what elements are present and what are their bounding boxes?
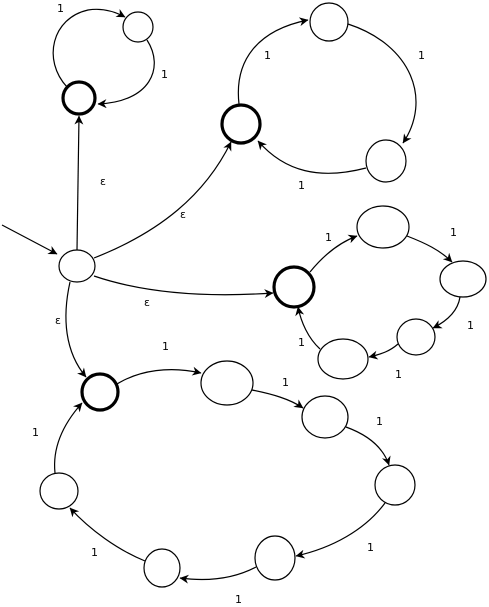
label-one-loop4-e: 1 bbox=[235, 593, 242, 606]
label-one-loop3-b: 1 bbox=[450, 226, 457, 239]
edge-loop4-b-to-c bbox=[345, 426, 391, 466]
loop4-state-a bbox=[200, 360, 254, 406]
edge-loop1-small-to-accept bbox=[97, 39, 155, 109]
label-one-loop3-d: 1 bbox=[395, 368, 402, 381]
loop2-accept-state bbox=[220, 103, 262, 145]
edge-start-to-loop2 bbox=[93, 141, 232, 259]
loop4-state-f bbox=[39, 472, 79, 510]
label-one-loop2-b: 1 bbox=[418, 49, 425, 62]
label-one-loop4-g: 1 bbox=[32, 426, 39, 439]
loop3-accept-state bbox=[272, 265, 316, 309]
edge-loop4-accept-to-a bbox=[116, 366, 202, 385]
loop4-state-d bbox=[254, 535, 296, 581]
loop3-state-b bbox=[439, 260, 487, 298]
edge-loop3-accept-to-a bbox=[309, 234, 358, 273]
edge-loop4-c-to-d bbox=[295, 502, 386, 559]
edge-loop1-accept-to-small bbox=[52, 8, 126, 88]
edge-loop4-e-to-f bbox=[69, 507, 146, 562]
label-one-loop3-a: 1 bbox=[325, 231, 332, 244]
label-epsilon-loop4: ε bbox=[55, 314, 61, 327]
loop3-state-a bbox=[356, 205, 410, 249]
label-one-loop4-b: 1 bbox=[282, 376, 289, 389]
edge-loop4-a-to-b bbox=[251, 389, 304, 409]
start-arrow bbox=[1, 224, 58, 255]
label-one-loop4-a: 1 bbox=[162, 340, 169, 353]
edge-loop3-d-to-accept bbox=[295, 306, 321, 350]
edge-loop4-d-to-e bbox=[179, 566, 257, 584]
loop4-state-e bbox=[143, 548, 181, 588]
edge-loop2-accept-to-top bbox=[237, 17, 309, 105]
label-one-loop3-c: 1 bbox=[467, 319, 474, 332]
loop4-state-c bbox=[374, 464, 416, 506]
loop3-state-d bbox=[317, 338, 369, 380]
loop3-state-c bbox=[396, 318, 436, 356]
label-one-loop1-a: 1 bbox=[57, 2, 64, 15]
label-epsilon-loop1: ε bbox=[100, 175, 106, 188]
edge-start-to-loop1 bbox=[74, 115, 84, 251]
label-one-loop2-c: 1 bbox=[298, 179, 305, 192]
loop4-accept-state bbox=[80, 372, 120, 412]
label-one-loop2-a: 1 bbox=[264, 49, 271, 62]
loop1-small-state bbox=[122, 11, 154, 43]
loop2-bottom-state bbox=[365, 139, 407, 183]
edge-start-to-loop4 bbox=[65, 281, 87, 378]
edge-loop3-b-to-c bbox=[432, 296, 461, 329]
start-state bbox=[58, 249, 96, 283]
loop4-state-b bbox=[301, 395, 349, 439]
edge-loop3-a-to-b bbox=[406, 235, 453, 263]
label-one-loop3-e: 1 bbox=[298, 336, 305, 349]
edge-loop4-f-to-accept bbox=[53, 402, 83, 474]
label-one-loop4-c: 1 bbox=[376, 415, 383, 428]
edge-loop3-c-to-d bbox=[368, 343, 399, 360]
edge-loop2-top-to-bottom bbox=[347, 23, 417, 144]
edge-start-to-loop3 bbox=[93, 275, 274, 299]
label-epsilon-loop2: ε bbox=[180, 208, 186, 221]
label-epsilon-loop3: ε bbox=[144, 296, 150, 309]
loop2-top-state bbox=[309, 2, 349, 42]
loop1-accept-state bbox=[61, 80, 97, 116]
label-one-loop4-d: 1 bbox=[367, 541, 374, 554]
edge-loop2-bottom-to-accept bbox=[257, 140, 367, 174]
label-one-loop4-f: 1 bbox=[91, 546, 98, 559]
label-one-loop1-b: 1 bbox=[161, 68, 168, 81]
